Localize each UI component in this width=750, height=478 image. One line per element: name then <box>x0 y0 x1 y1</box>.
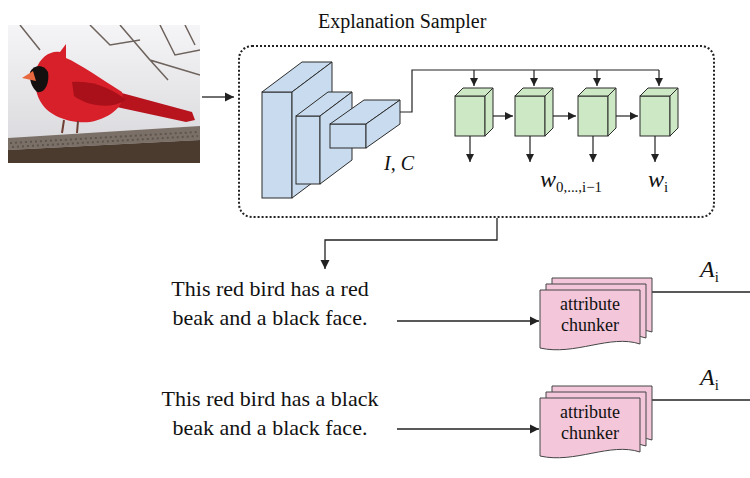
sampler-wiring <box>400 70 659 162</box>
cnn-blocks <box>330 124 366 148</box>
chunker-label: attribute chunker <box>540 294 640 336</box>
sampler-wiring <box>493 115 513 116</box>
cnn-blocks <box>262 62 400 198</box>
symbol-subscript: i <box>664 179 668 195</box>
math-symbol: Ai <box>700 362 719 400</box>
flow-arrow <box>397 320 539 321</box>
flow-arrow <box>397 428 539 429</box>
input-arrow <box>202 96 234 97</box>
sampler-wiring <box>592 136 593 162</box>
symbol-base: w <box>540 166 556 192</box>
symbol-subscript: 0,...,i−1 <box>556 179 602 195</box>
bird-photo <box>8 25 200 163</box>
sampler-wiring <box>473 70 474 86</box>
sampler-wiring <box>529 136 530 162</box>
cardinal-bird <box>112 92 195 122</box>
sampler-wiring <box>469 136 470 162</box>
lstm-cells <box>640 96 670 136</box>
symbol-subscript: i <box>715 269 719 285</box>
cardinal-bird <box>22 71 36 81</box>
bird-photo <box>8 140 200 163</box>
bird-photo <box>10 132 198 147</box>
sentence-text: This red bird has a black beak and a bla… <box>145 380 395 446</box>
sampler-box: Explanation Sampler <box>238 45 715 218</box>
output-line <box>652 291 750 292</box>
cnn-blocks <box>296 116 320 184</box>
lstm-cells <box>545 88 553 136</box>
lstm-cells <box>608 88 616 136</box>
box-heading: Explanation Sampler <box>318 9 486 33</box>
chunker-doc: attribute chunker <box>540 386 654 464</box>
cnn-blocks <box>262 92 292 198</box>
lstm-cells <box>455 96 485 136</box>
document-sheet <box>540 398 640 458</box>
cnn-blocks <box>366 100 400 148</box>
sampler-wiring <box>400 70 659 112</box>
symbol-base: w <box>648 166 664 192</box>
cardinal-bird <box>62 120 78 133</box>
lstm-cells <box>670 88 678 136</box>
bird-photo <box>8 25 200 163</box>
lstm-cells <box>455 88 678 136</box>
sampler-wiring <box>533 70 534 86</box>
sampler-wiring <box>616 115 638 116</box>
sampler-wiring <box>553 115 576 116</box>
lstm-cells <box>578 96 608 136</box>
symbol-base: A <box>700 364 715 390</box>
sampler-wiring <box>596 70 597 86</box>
cardinal-bird <box>22 44 195 133</box>
flow-arrow <box>325 218 497 269</box>
math-symbol: Ai <box>700 254 719 292</box>
symbol-base: A <box>700 256 715 282</box>
symbol-subscript: i <box>715 377 719 393</box>
cardinal-bird <box>72 82 126 106</box>
chunker-label: attribute chunker <box>540 402 640 444</box>
sampler-wiring <box>654 136 655 162</box>
lstm-cells <box>485 88 493 136</box>
output-line <box>652 399 750 400</box>
sentence-box: This red bird has a black beak and a bla… <box>145 380 395 446</box>
sampler-wiring <box>658 70 659 86</box>
math-symbol: wi <box>648 164 668 202</box>
output-line <box>652 292 750 400</box>
sentence-box: This red bird has a red beak and a black… <box>145 270 395 336</box>
math-symbol: I, C <box>384 150 414 176</box>
lstm-cells <box>515 96 545 136</box>
math-symbol: w0,...,i−1 <box>540 164 602 202</box>
document-sheet <box>540 290 640 350</box>
chunker-doc: attribute chunker <box>540 278 654 356</box>
sentence-text: This red bird has a red beak and a black… <box>145 270 395 336</box>
